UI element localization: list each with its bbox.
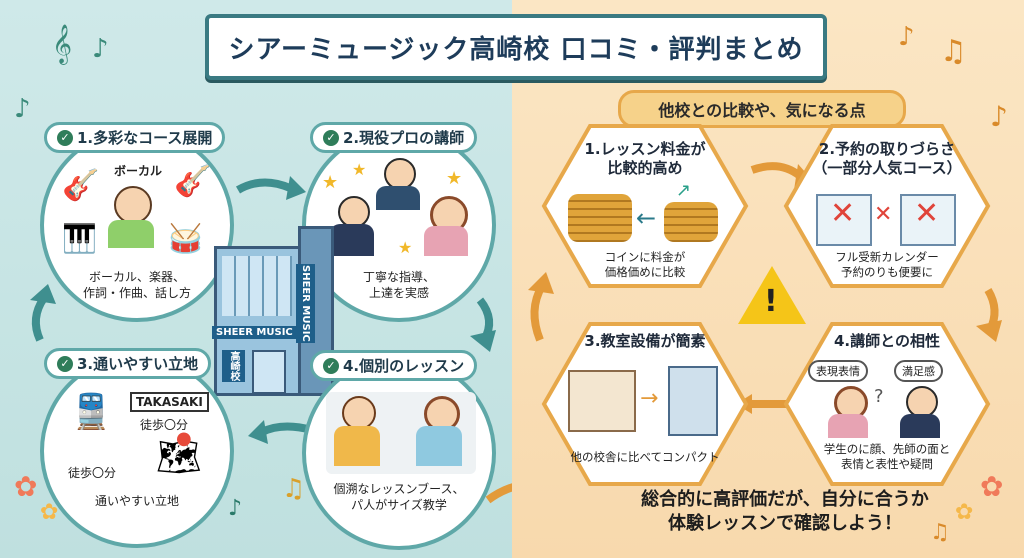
guitar-icon: 🎸	[62, 168, 100, 203]
star-icon: ★	[446, 168, 463, 189]
warning-icon	[738, 266, 806, 324]
drum-icon: 🥁	[168, 222, 203, 255]
concern-title-facilities: 3.教室設備が簡素	[584, 332, 706, 350]
question-icon: ?	[874, 386, 884, 407]
teacher-avatar	[900, 386, 940, 438]
summary-text: 総合的に高評価だが、自分に合うか 体験レッスンで確認しよう！	[641, 489, 929, 535]
warning-exclamation: !	[764, 284, 778, 319]
piano-icon: 🎹	[62, 222, 97, 255]
concern-title-compatibility: 4.講師との相性	[834, 332, 940, 350]
small-room-icon	[568, 370, 636, 432]
coin-stack-icon	[568, 194, 632, 242]
singer-avatar	[106, 186, 156, 248]
concern-card-facilities: 3.教室設備が簡素 → 他の校舎に比べてコンパクト	[540, 320, 750, 488]
feature-caption-private-lessons: 個溯なレッスンブース、 パ人がサイズ教学	[333, 482, 465, 512]
vocal-tag: ボーカル	[114, 164, 163, 178]
acoustic-guitar-icon: 🎸	[174, 164, 212, 199]
teacher-avatar	[424, 196, 468, 256]
flower-icon: ✿	[40, 500, 59, 525]
walk-time-2: 徒歩〇分	[68, 466, 117, 480]
arrow-right-icon: →	[640, 386, 659, 411]
flower-icon: ✿	[980, 470, 1004, 503]
concern-title-booking: 2.予約の取りづらさ （一部分人気コース）	[812, 140, 962, 177]
check-icon: ✓	[57, 129, 73, 146]
title-banner: シアーミュージック高崎校 口コミ・評判まとめ	[205, 14, 827, 80]
music-note-icon: ♫	[930, 520, 950, 545]
feature-label-private-lessons: ✓ 4.個別のレッスン	[310, 350, 478, 381]
station-sign: TAKASAKI	[130, 392, 209, 412]
music-note-icon: ♪	[228, 496, 243, 521]
student-avatar	[828, 386, 868, 438]
feature-circle-location	[40, 354, 234, 548]
music-note-icon: ♪	[92, 34, 109, 64]
check-icon: ✓	[323, 129, 339, 146]
feature-caption-courses: ボーカル、楽器、 作詞・作曲、話し方	[82, 270, 191, 300]
concern-card-compatibility: 4.講師との相性 表現表情 満足感 ? 学生のに顔、先師の面と 表情と表性や疑問	[782, 320, 992, 488]
teacher-avatar	[416, 396, 462, 466]
student-avatar	[334, 396, 380, 466]
flower-icon: ✿	[14, 470, 38, 503]
school-building	[214, 226, 334, 396]
concern-card-price: 1.レッスン料金が 比較的高め ← ↗ コインに料金が 価格価めに比較	[540, 122, 750, 290]
teacher-avatar	[330, 196, 374, 256]
teacher-avatar	[376, 158, 420, 210]
concern-title-price: 1.レッスン料金が 比較的高め	[584, 140, 706, 177]
trend-up-icon: ↗	[676, 180, 692, 201]
comparison-banner: 他校との比較や、気になる点	[618, 90, 906, 128]
music-note-icon: ♪	[990, 100, 1008, 133]
feature-label-location: ✓ 3.通いやすい立地	[44, 348, 212, 379]
speech-bubble: 満足感	[894, 360, 943, 382]
arrow-left-icon: ←	[636, 204, 657, 232]
music-note-icon: 𝄞	[52, 24, 73, 64]
star-icon: ★	[352, 160, 367, 179]
map-icon: 🗺	[156, 437, 202, 478]
concern-card-booking: 2.予約の取りづらさ （一部分人気コース） ✕ ✕ ✕ フル受新カレンダー 予約…	[782, 122, 992, 290]
x-mark-icon: ✕	[874, 202, 893, 227]
building-small-sign: 高崎校	[222, 350, 245, 382]
walk-time-1: 徒歩〇分	[140, 418, 189, 432]
x-mark-icon: ✕	[830, 196, 856, 231]
calendar-icon	[900, 194, 956, 246]
train-icon: 🚆	[70, 392, 113, 432]
music-note-icon: ♪	[14, 94, 31, 124]
check-icon: ✓	[57, 355, 73, 372]
x-mark-icon: ✕	[914, 196, 940, 231]
music-note-icon: ♪	[898, 22, 915, 52]
feature-caption-instructors: 丁寧な指導、 上達を実感	[362, 270, 435, 300]
coin-stack-icon	[664, 202, 718, 242]
map-pin-icon: ●	[176, 428, 192, 449]
music-note-icon: ♫	[940, 34, 967, 69]
concern-caption-price: コインに料金が 価格価めに比較	[604, 250, 686, 279]
concern-caption-compatibility: 学生のに顔、先師の面と 表情と表性や疑問	[823, 442, 951, 471]
check-icon: ✓	[323, 357, 339, 374]
building-sign-front: SHEER MUSIC	[212, 326, 297, 339]
star-icon: ★	[398, 238, 413, 257]
building-sign-side: SHEER MUSIC	[296, 264, 315, 343]
concern-caption-booking: フル受新カレンダー 予約のりも便要に	[835, 250, 939, 279]
calendar-icon	[816, 194, 872, 246]
music-note-icon: ♫	[282, 474, 306, 504]
concern-caption-facilities: 他の校舎に比べてコンパクト	[570, 450, 720, 464]
feature-label-courses: ✓ 1.多彩なコース展開	[44, 122, 226, 153]
page-title: シアーミュージック高崎校 口コミ・評判まとめ	[228, 34, 804, 65]
star-icon: ★	[322, 172, 339, 193]
flower-icon: ✿	[955, 500, 974, 525]
speech-bubble: 表現表情	[808, 360, 868, 382]
feature-caption-location: 通いやすい立地	[94, 494, 179, 508]
feature-label-instructors: ✓ 2.現役プロの講師	[310, 122, 478, 153]
big-building-icon	[668, 366, 718, 436]
